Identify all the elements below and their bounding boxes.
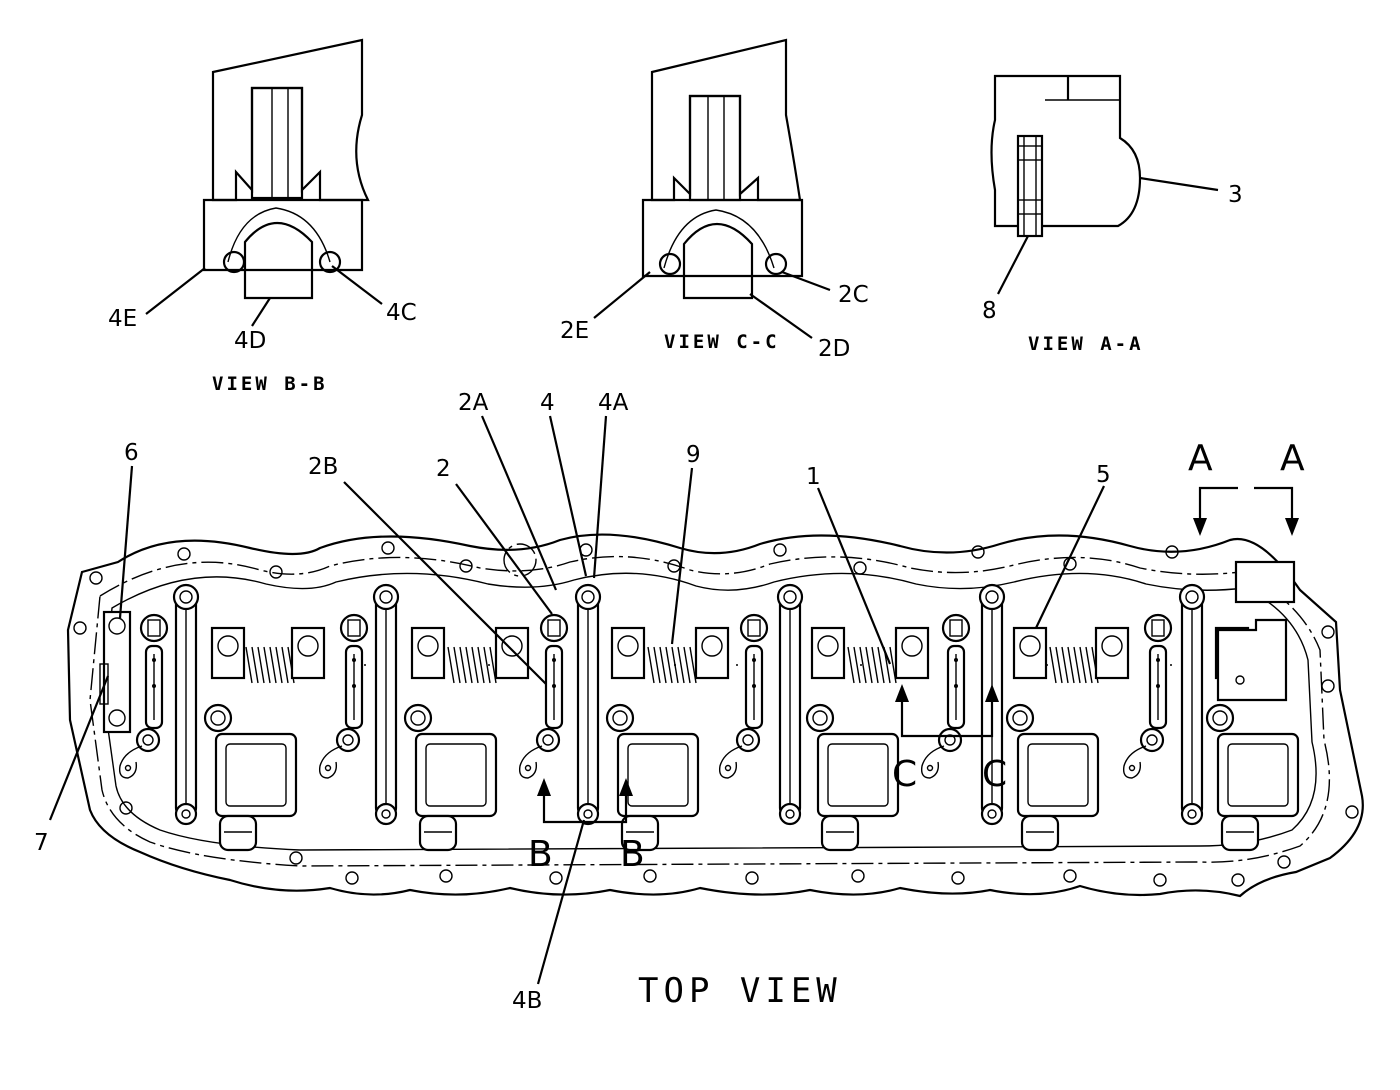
breather-port bbox=[503, 543, 537, 577]
end-housing bbox=[1216, 560, 1296, 702]
callout-2b: 2B bbox=[308, 454, 338, 480]
section-letter-a-left: A bbox=[1188, 438, 1213, 479]
label-8: 8 bbox=[982, 298, 997, 324]
cover-gasket-outline bbox=[66, 533, 1364, 898]
callout-4a: 4A bbox=[598, 390, 629, 416]
section-mark-b-b: B B bbox=[528, 778, 645, 875]
view-b-b-section: 4E 4D 4C VIEW B-B bbox=[108, 38, 417, 395]
label-4d: 4D bbox=[234, 328, 266, 354]
label-2e: 2E bbox=[560, 318, 589, 344]
callout-6: 6 bbox=[124, 440, 139, 466]
section-letter-b-left: B bbox=[528, 834, 553, 875]
view-c-c-section: 2E 2D 2C VIEW C-C bbox=[560, 38, 869, 362]
caption-view-c-c: VIEW C-C bbox=[664, 331, 780, 353]
label-3: 3 bbox=[1228, 182, 1243, 208]
section-letter-b-right: B bbox=[620, 834, 645, 875]
callout-4b: 4B bbox=[512, 988, 542, 1014]
caption-top-view: TOP VIEW bbox=[638, 971, 842, 1011]
callout-2: 2 bbox=[436, 456, 451, 482]
callout-7: 7 bbox=[34, 830, 49, 856]
callout-2a: 2A bbox=[458, 390, 489, 416]
callout-4: 4 bbox=[540, 390, 555, 416]
section-mark-a-a: A A bbox=[1188, 438, 1305, 536]
callout-9: 9 bbox=[686, 442, 701, 468]
flange-bolt-holes bbox=[73, 541, 1359, 887]
shaft-end-bracket bbox=[99, 610, 132, 734]
section-letter-c-left: C bbox=[892, 754, 917, 795]
label-2c: 2C bbox=[838, 282, 869, 308]
label-4c: 4C bbox=[386, 300, 417, 326]
callout-5: 5 bbox=[1096, 462, 1111, 488]
view-a-a-section: 3 8 VIEW A-A bbox=[982, 74, 1243, 355]
label-4e: 4E bbox=[108, 306, 137, 332]
caption-view-b-b: VIEW B-B bbox=[212, 373, 328, 395]
label-2d: 2D bbox=[818, 336, 850, 362]
callout-leaders bbox=[48, 415, 1105, 985]
section-letter-a-right: A bbox=[1280, 438, 1305, 479]
cover-inner-outline bbox=[89, 555, 1331, 867]
top-view-assembly: A A B B C C bbox=[34, 390, 1364, 1014]
section-letter-c-right: C bbox=[982, 754, 1007, 795]
caption-view-a-a: VIEW A-A bbox=[1028, 333, 1144, 355]
callout-1: 1 bbox=[806, 464, 821, 490]
section-mark-c-c: C C bbox=[892, 684, 1007, 795]
